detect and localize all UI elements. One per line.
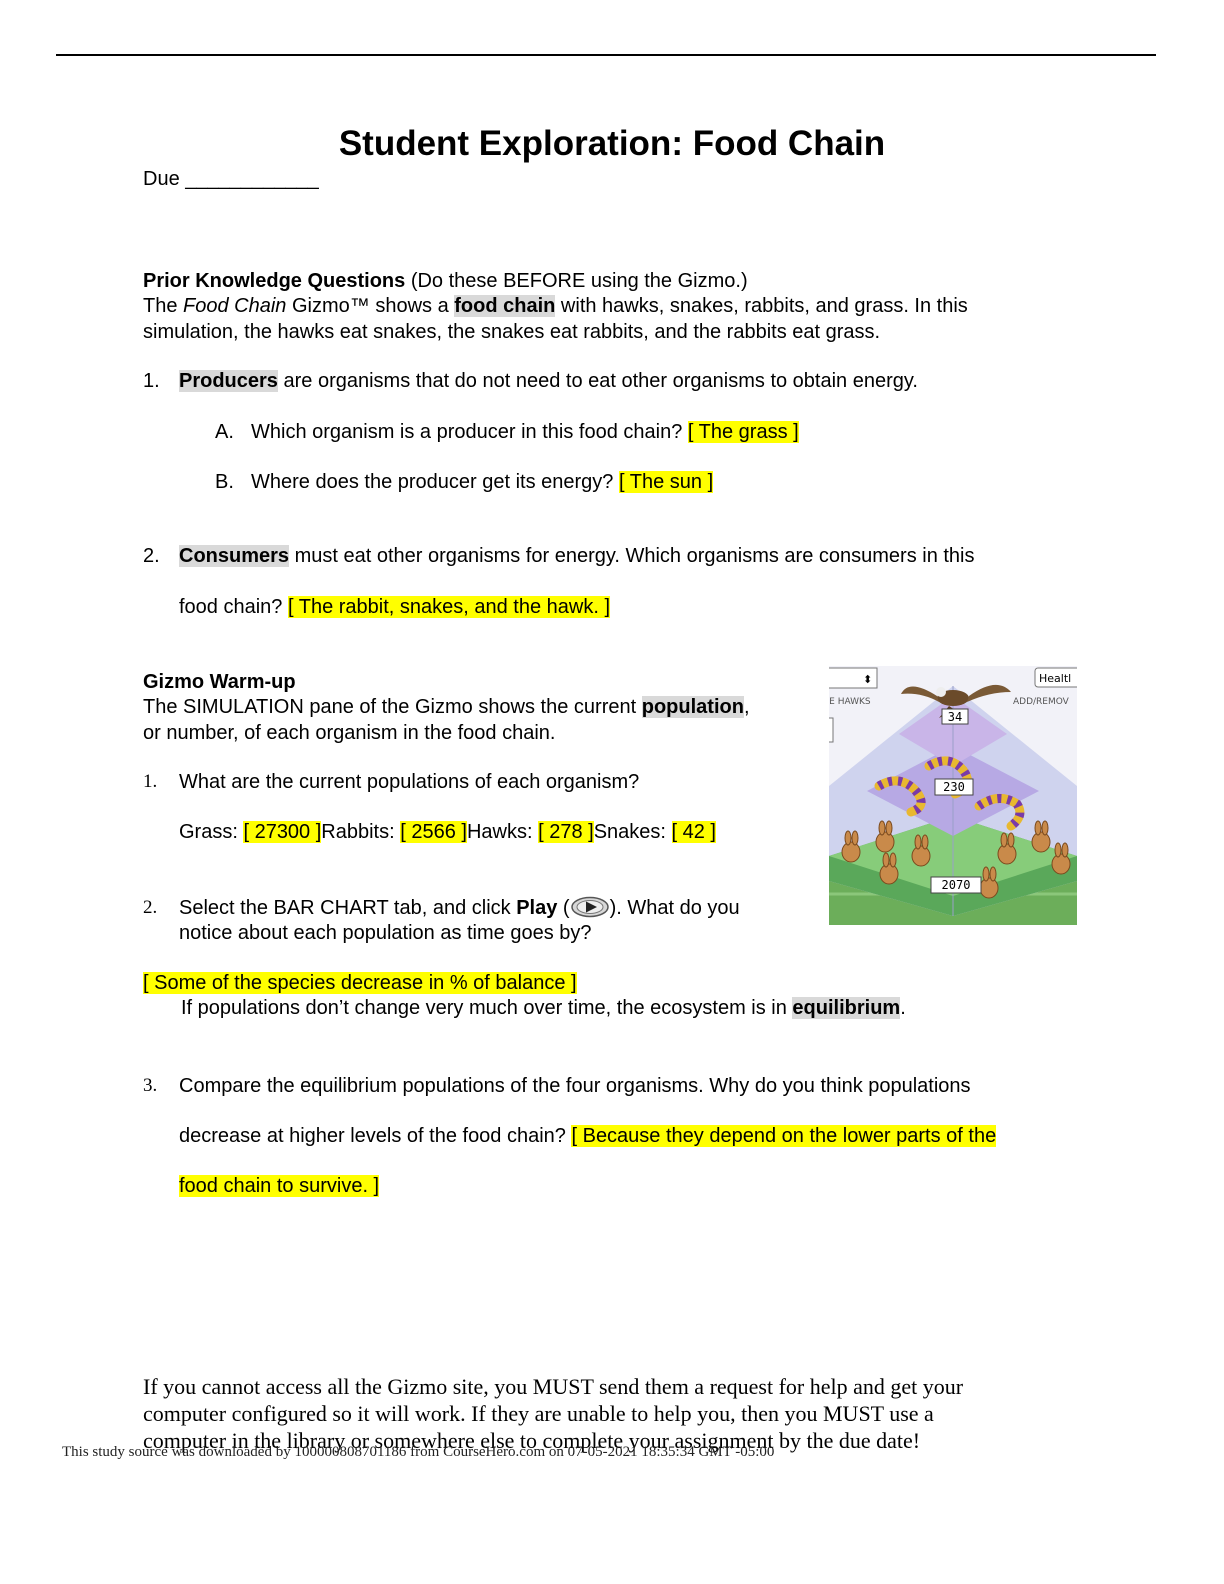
gizmo-name: Food Chain [183, 295, 287, 317]
warmup-q2-answer-line: [ Some of the species decrease in % of b… [143, 971, 577, 996]
answer-field[interactable]: [ Because they depend on the lower parts… [571, 1125, 997, 1147]
text: Where does the producer get its energy? [251, 471, 619, 493]
grass-label: Grass: [179, 821, 244, 843]
term-equilibrium: equilibrium [792, 997, 901, 1019]
text: decrease at higher levels of the food ch… [179, 1125, 572, 1147]
term-food-chain: food chain [454, 295, 556, 317]
prior-heading-note: (Do these BEFORE using the Gizmo.) [405, 270, 748, 292]
warmup-q2: Select the BAR CHART tab, and click Play… [179, 896, 740, 925]
warmup-q3-line2: decrease at higher levels of the food ch… [179, 1124, 997, 1149]
gizmo-hawk-count: 34 [948, 710, 962, 724]
notice-line-2: computer configured so it will work. If … [143, 1401, 934, 1426]
text: Gizmo™ shows a [286, 295, 455, 317]
rabbits-answer[interactable]: [ 2566 ] [400, 821, 467, 843]
question-number: 1. [143, 771, 158, 792]
answer-field[interactable]: [ The grass ] [687, 421, 799, 443]
gizmo-hawks-label: VE HAWKS [829, 697, 871, 707]
answer-field[interactable]: [ Some of the species decrease in % of b… [143, 972, 577, 994]
page-title: Student Exploration: Food Chain [338, 124, 886, 163]
text: If populations don’t change very much ov… [181, 997, 793, 1019]
answer-field-continued[interactable]: food chain to survive. ] [179, 1175, 380, 1197]
question-number: 2. [143, 897, 158, 918]
text: ( [557, 897, 570, 919]
gizmo-health-label: Healtl [1039, 672, 1071, 685]
notice-line-1: If you cannot access all the Gizmo site,… [143, 1374, 964, 1399]
term-population: population [641, 696, 744, 718]
text: , [743, 696, 750, 718]
snakes-answer[interactable]: [ 42 ] [671, 821, 716, 843]
prior-q2-line2: food chain? [ The rabbit, snakes, and th… [179, 595, 611, 620]
gizmo-rabbit-count: 2070 [942, 878, 971, 892]
gizmo-snake-count: 230 [943, 780, 965, 794]
play-word: Play [516, 897, 558, 919]
warmup-q3-line1: Compare the equilibrium populations of t… [179, 1075, 971, 1097]
text: with hawks, snakes, rabbits, and grass. … [555, 295, 968, 317]
gizmo-add-remove-label: ADD/REMOV [1013, 697, 1070, 707]
answer-field[interactable]: [ The rabbit, snakes, and the hawk. ] [287, 596, 611, 618]
prior-q1b: Where does the producer get its energy? … [251, 470, 714, 495]
warmup-heading: Gizmo Warm-up [143, 671, 296, 693]
prior-intro-line-1: The Food Chain Gizmo™ shows a food chain… [143, 294, 968, 319]
sub-label: B. [215, 471, 234, 493]
prior-heading-line: Prior Knowledge Questions (Do these BEFO… [143, 269, 748, 294]
text: The [143, 295, 184, 317]
text: Select the BAR CHART tab, and click [179, 897, 517, 919]
grass-answer[interactable]: [ 27300 ] [243, 821, 322, 843]
term-producers: Producers [179, 370, 278, 392]
prior-q2: Consumers must eat other organisms for e… [179, 544, 975, 569]
prior-heading: Prior Knowledge Questions [143, 270, 406, 292]
population-answers: Grass: [ 27300 ]Rabbits: [ 2566 ]Hawks: … [179, 820, 716, 845]
svg-text:⬍: ⬍ [863, 673, 872, 686]
sub-label: A. [215, 421, 234, 443]
prior-q1: Producers are organisms that do not need… [179, 369, 918, 394]
snakes-label: Snakes: [593, 821, 672, 843]
prior-q1a: Which organism is a producer in this foo… [251, 420, 799, 445]
source-footer: This study source was downloaded by 1000… [62, 1444, 775, 1460]
warmup-intro-line-1: The SIMULATION pane of the Gizmo shows t… [143, 695, 750, 720]
text: . [900, 997, 906, 1019]
play-icon [570, 896, 610, 925]
text: must eat other organisms for energy. Whi… [289, 545, 975, 567]
answer-field[interactable]: [ The sun ] [619, 471, 714, 493]
notice-line-3: computer in the library or somewhere els… [143, 1428, 921, 1453]
warmup-q1: What are the current populations of each… [179, 771, 640, 793]
text: are organisms that do not need to eat ot… [277, 370, 918, 392]
equilibrium-line: If populations don’t change very much ov… [181, 996, 906, 1021]
due-line: Due ____________ [143, 168, 319, 190]
text: The SIMULATION pane of the Gizmo shows t… [143, 696, 642, 718]
hawks-label: Hawks: [466, 821, 539, 843]
text: food chain? [179, 596, 288, 618]
question-number: 2. [143, 545, 160, 567]
warmup-q3-line3: food chain to survive. ] [179, 1174, 380, 1199]
top-rule [56, 54, 1156, 56]
rabbits-label: Rabbits: [321, 821, 401, 843]
prior-intro-line-2: simulation, the hawks eat snakes, the sn… [143, 321, 881, 343]
question-number: 1. [143, 370, 160, 392]
term-consumers: Consumers [179, 545, 290, 567]
question-number: 3. [143, 1075, 158, 1096]
hawks-answer[interactable]: [ 278 ] [538, 821, 594, 843]
gizmo-simulation-image: ⬍ Healtl VE HAWKS ADD/REMOV 34 230 [829, 666, 1077, 925]
text: ). What do you [609, 897, 740, 919]
warmup-q2-line2: notice about each population as time goe… [179, 922, 592, 944]
text: Which organism is a producer in this foo… [251, 421, 688, 443]
warmup-intro-line-2: or number, of each organism in the food … [143, 722, 556, 744]
